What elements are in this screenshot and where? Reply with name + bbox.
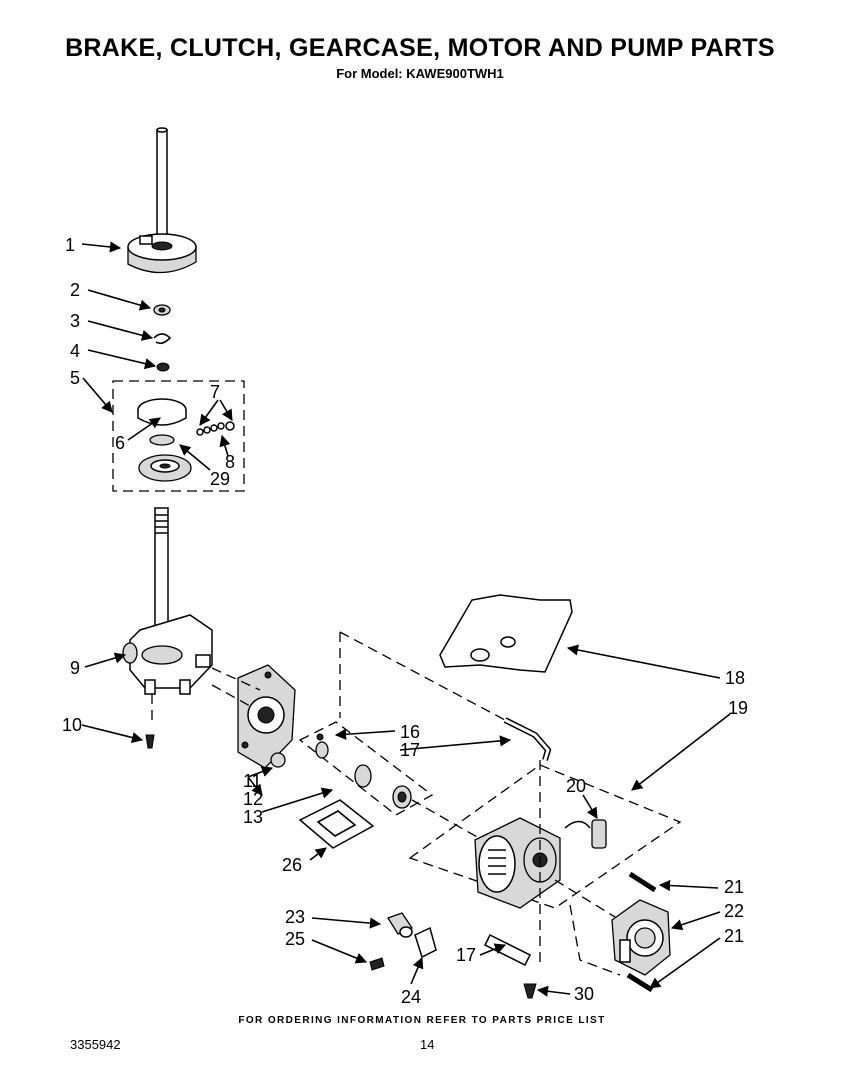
gasket-part bbox=[298, 799, 375, 849]
callout-leaders bbox=[81, 241, 731, 997]
callout-29: 29 bbox=[210, 469, 230, 489]
hose-17-lower-part bbox=[483, 933, 532, 967]
callout-12: 12 bbox=[243, 789, 263, 809]
capacitor-23-part bbox=[387, 912, 413, 938]
brake-assembly-part bbox=[127, 127, 197, 274]
callout-24: 24 bbox=[401, 987, 421, 1007]
document-number: 3355942 bbox=[70, 1037, 121, 1052]
callout-23: 23 bbox=[285, 907, 305, 927]
coupling-parts bbox=[315, 733, 412, 809]
callout-20: 20 bbox=[566, 776, 586, 796]
callout-13: 13 bbox=[243, 807, 263, 827]
clutch-parts bbox=[137, 398, 235, 482]
coupling-kit-box bbox=[298, 721, 434, 816]
callout-5: 5 bbox=[70, 368, 80, 388]
model-subtitle: For Model: KAWE900TWH1 bbox=[336, 66, 504, 81]
callout-4: 4 bbox=[70, 341, 80, 361]
callout-22: 22 bbox=[724, 901, 744, 921]
callout-11: 11 bbox=[243, 771, 262, 791]
callout-17-lower: 17 bbox=[456, 945, 476, 965]
motor-part bbox=[474, 817, 561, 909]
page-number: 14 bbox=[420, 1037, 435, 1052]
callout-17-upper: 17 bbox=[400, 740, 420, 760]
callout-6: 6 bbox=[115, 433, 125, 453]
motor-mount-plate bbox=[237, 664, 296, 769]
pump-part bbox=[611, 899, 671, 976]
page-title: BRAKE, CLUTCH, GEARCASE, MOTOR AND PUMP … bbox=[65, 34, 775, 62]
callout-18: 18 bbox=[725, 668, 745, 688]
callout-16: 16 bbox=[400, 722, 420, 742]
strap-24-part bbox=[414, 926, 437, 959]
callout-1: 1 bbox=[65, 235, 75, 255]
ordering-info-note: FOR ORDERING INFORMATION REFER TO PARTS … bbox=[238, 1015, 606, 1026]
callout-3: 3 bbox=[70, 311, 80, 331]
callout-8: 8 bbox=[225, 452, 235, 472]
screw-10-part bbox=[145, 734, 155, 749]
gearcase-part bbox=[122, 507, 213, 695]
screw-25-part bbox=[369, 957, 385, 971]
callout-19: 19 bbox=[728, 698, 748, 718]
callout-9: 9 bbox=[70, 658, 80, 678]
hose-clamp-21-parts bbox=[626, 871, 657, 993]
callout-2: 2 bbox=[70, 280, 80, 300]
washer-parts bbox=[153, 304, 172, 372]
callout-25: 25 bbox=[285, 929, 305, 949]
sound-shield-part bbox=[439, 594, 573, 673]
callout-10: 10 bbox=[62, 715, 82, 735]
switch-20-part bbox=[564, 819, 607, 849]
callout-21-lower: 21 bbox=[724, 926, 744, 946]
callout-21-upper: 21 bbox=[724, 877, 744, 897]
clutch-kit-box bbox=[112, 380, 245, 492]
screw-30-part bbox=[523, 983, 537, 999]
callout-26: 26 bbox=[282, 855, 302, 875]
callout-30: 30 bbox=[574, 984, 594, 1004]
callout-7: 7 bbox=[210, 382, 220, 402]
